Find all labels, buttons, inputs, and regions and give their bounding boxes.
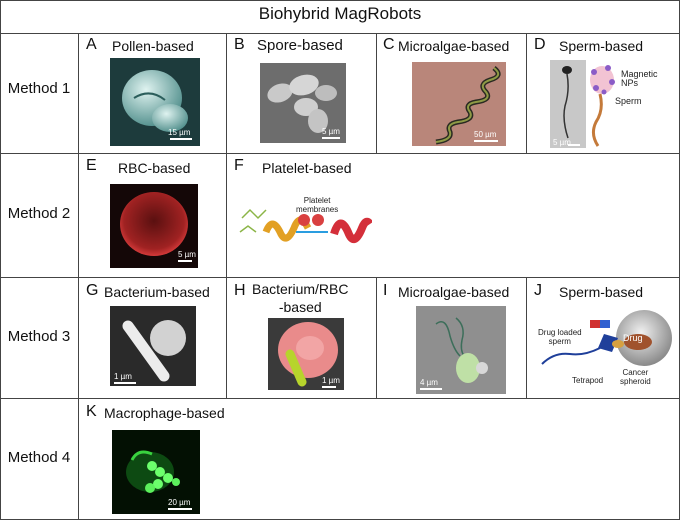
grid-line xyxy=(226,33,227,398)
panel-letter-a: A xyxy=(86,36,97,53)
grid-line xyxy=(0,0,1,520)
scale-label: 5 µm xyxy=(178,250,196,259)
panel-label-microalgae: Microalgae-based xyxy=(398,38,510,54)
method-1-label: Method 1 xyxy=(7,80,71,97)
rbc-fluorescence-image: 5 µm xyxy=(110,184,198,268)
scale-bar xyxy=(420,388,442,390)
panel-label-spore: Spore-based xyxy=(257,37,343,54)
grid-line xyxy=(376,33,377,153)
panel-label-bacterium: Bacterium-based xyxy=(104,284,210,300)
grid-line xyxy=(0,33,680,34)
scale-label: 1 µm xyxy=(322,376,340,385)
scale-label: 20 µm xyxy=(168,498,191,507)
scale-bar xyxy=(114,382,136,384)
scale-bar xyxy=(322,137,340,139)
sperm-micrograph: 5 µm xyxy=(550,60,586,148)
grid-line xyxy=(526,277,527,398)
panel-letter-d: D xyxy=(534,36,546,53)
panel-letter-f: F xyxy=(234,157,244,174)
panel-letter-b: B xyxy=(234,36,245,53)
panel-label-sperm-2: Sperm-based xyxy=(559,284,644,300)
spore-micrograph: 5 µm xyxy=(260,63,346,143)
scale-label: 1 µm xyxy=(114,372,132,381)
panel-label-platelet: Platelet-based xyxy=(262,160,352,176)
panel-letter-k: K xyxy=(86,403,97,420)
scale-bar xyxy=(178,260,192,262)
panel-label-microalgae-2: Microalgae-based xyxy=(398,284,510,300)
grid-line xyxy=(526,33,527,153)
microalgae-micrograph-2: 4 µm xyxy=(416,306,506,394)
scale-bar xyxy=(474,140,498,142)
method-4-label: Method 4 xyxy=(7,449,71,466)
method-2-label: Method 2 xyxy=(7,205,71,222)
panel-letter-j: J xyxy=(534,282,542,299)
bacterium-micrograph: 1 µm xyxy=(110,306,196,386)
scale-label: 5 µm xyxy=(553,138,571,147)
macrophage-fluorescence-image: 20 µm xyxy=(112,430,200,514)
microalgae-micrograph: 50 µm xyxy=(412,62,506,146)
grid-line xyxy=(0,398,680,399)
figure-title: Biohybrid MagRobots xyxy=(258,4,422,23)
annotation-tetrapod: Tetrapod xyxy=(572,376,604,385)
scale-bar xyxy=(322,386,336,388)
panel-label-rbc: RBC-based xyxy=(118,160,191,176)
scale-bar xyxy=(170,138,192,140)
panel-label-macrophage: Macrophage-based xyxy=(104,405,225,421)
grid-line xyxy=(376,277,377,398)
grid-line xyxy=(0,0,680,1)
annotation-cancer-spheroid: Cancer spheroid xyxy=(620,368,651,386)
annotation-drug-loaded-sperm: Drug loaded sperm xyxy=(538,328,582,346)
grid-line xyxy=(0,153,680,154)
scale-label: 4 µm xyxy=(420,378,438,387)
panel-letter-c: C xyxy=(383,36,395,53)
scale-label: 15 µm xyxy=(168,128,191,137)
grid-line xyxy=(0,277,680,278)
annotation-platelet-membranes: Platelet membranes xyxy=(296,196,339,214)
annotation-sperm: Sperm xyxy=(615,96,642,106)
panel-letter-h: H xyxy=(234,282,246,299)
scale-label: 5 µm xyxy=(322,127,340,136)
sperm-nanoparticle-illustration xyxy=(586,60,626,148)
annotation-magnetic-nps: Magnetic NPs xyxy=(621,69,658,88)
annotation-drug: Drug xyxy=(623,333,643,343)
panel-label-pollen: Pollen-based xyxy=(112,38,194,54)
scale-label: 50 µm xyxy=(474,130,497,139)
panel-letter-i: I xyxy=(383,282,388,299)
panel-label-bacterium-rbc: Bacterium/RBC -based xyxy=(252,281,349,315)
grid-line xyxy=(78,33,79,520)
method-3-label: Method 3 xyxy=(7,328,71,345)
panel-letter-e: E xyxy=(86,157,97,174)
panel-label-sperm: Sperm-based xyxy=(559,38,644,54)
bacterium-rbc-micrograph: 1 µm xyxy=(268,318,344,390)
pollen-micrograph: 15 µm xyxy=(110,58,200,146)
scale-bar xyxy=(168,508,192,510)
platelet-membrane-illustration xyxy=(236,188,372,258)
sperm-drug-delivery-illustration xyxy=(534,304,676,396)
panel-letter-g: G xyxy=(86,282,99,299)
scale-bar xyxy=(568,144,580,146)
